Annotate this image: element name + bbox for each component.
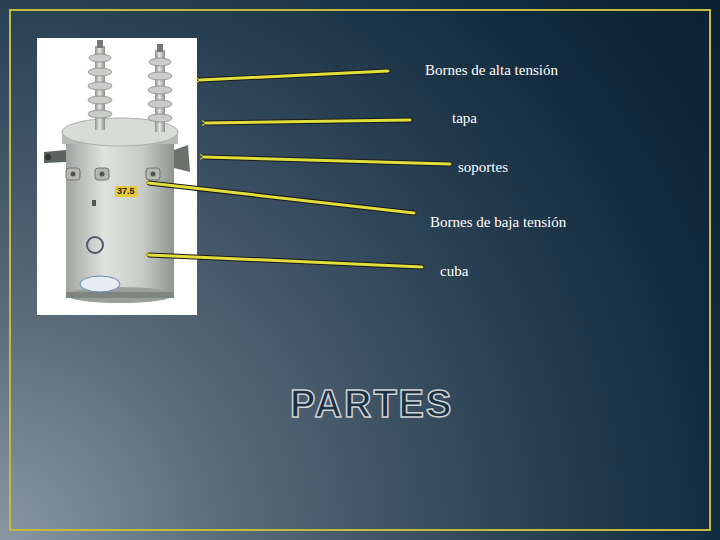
leader-arrows (206, 120, 410, 123)
leader-arrows (149, 71, 450, 267)
leader-arrows (149, 183, 414, 213)
transformer-drawing (44, 150, 66, 163)
part-label: soportes (458, 158, 508, 176)
transformer-drawing (148, 44, 172, 132)
transformer-drawing (80, 276, 120, 292)
transformer-drawing (148, 86, 172, 94)
transformer-drawing (89, 54, 111, 62)
transformer-drawing (157, 44, 163, 52)
transformer-drawing (151, 172, 156, 177)
transformer-drawing (66, 287, 174, 303)
part-label: Bornes de alta tensión (425, 61, 558, 79)
part-label: tapa (452, 109, 477, 127)
transformer-drawing (71, 172, 156, 177)
leader-arrows (149, 71, 450, 267)
transformer-drawing (149, 58, 171, 66)
rating-sticker: 37.5 (115, 186, 137, 197)
part-label: cuba (440, 262, 468, 280)
leader-arrows (149, 71, 450, 267)
leader-arrows (149, 255, 422, 267)
transformer-drawing (92, 200, 96, 206)
transformer-drawing (88, 82, 112, 90)
transformer-drawing (87, 237, 103, 253)
slide-title: PARTES (290, 384, 453, 426)
transformer-drawing (88, 110, 112, 118)
leader-arrows (200, 71, 388, 80)
slide-frame (10, 10, 710, 530)
transformer-drawing (88, 40, 112, 130)
leader-arrows (204, 157, 450, 164)
transformer-drawing (88, 68, 112, 76)
part-label: Bornes de baja tensión (430, 213, 566, 231)
transformer-drawing (146, 168, 160, 180)
leader-arrows (206, 120, 410, 123)
leader-arrows (149, 255, 422, 267)
transformer-drawing (66, 168, 80, 180)
transformer-drawing (100, 172, 105, 177)
transformer-drawing (66, 140, 174, 295)
leader-arrows (204, 157, 450, 164)
transformer-drawing (148, 100, 172, 108)
transformer-drawing (97, 40, 103, 48)
transformer-drawing (88, 96, 112, 104)
leader-arrows (200, 71, 388, 80)
transformer-drawing (148, 114, 172, 122)
transformer-drawing (66, 168, 160, 180)
photo-ground (37, 38, 197, 315)
transformer-drawing (148, 72, 172, 80)
transformer-drawing (174, 145, 190, 172)
transformer-drawing (66, 292, 174, 298)
leader-arrows (149, 183, 414, 213)
transformer-drawing (44, 40, 190, 303)
transformer-drawing (71, 172, 76, 177)
transformer-drawing (95, 168, 109, 180)
transformer-drawing (45, 154, 51, 160)
